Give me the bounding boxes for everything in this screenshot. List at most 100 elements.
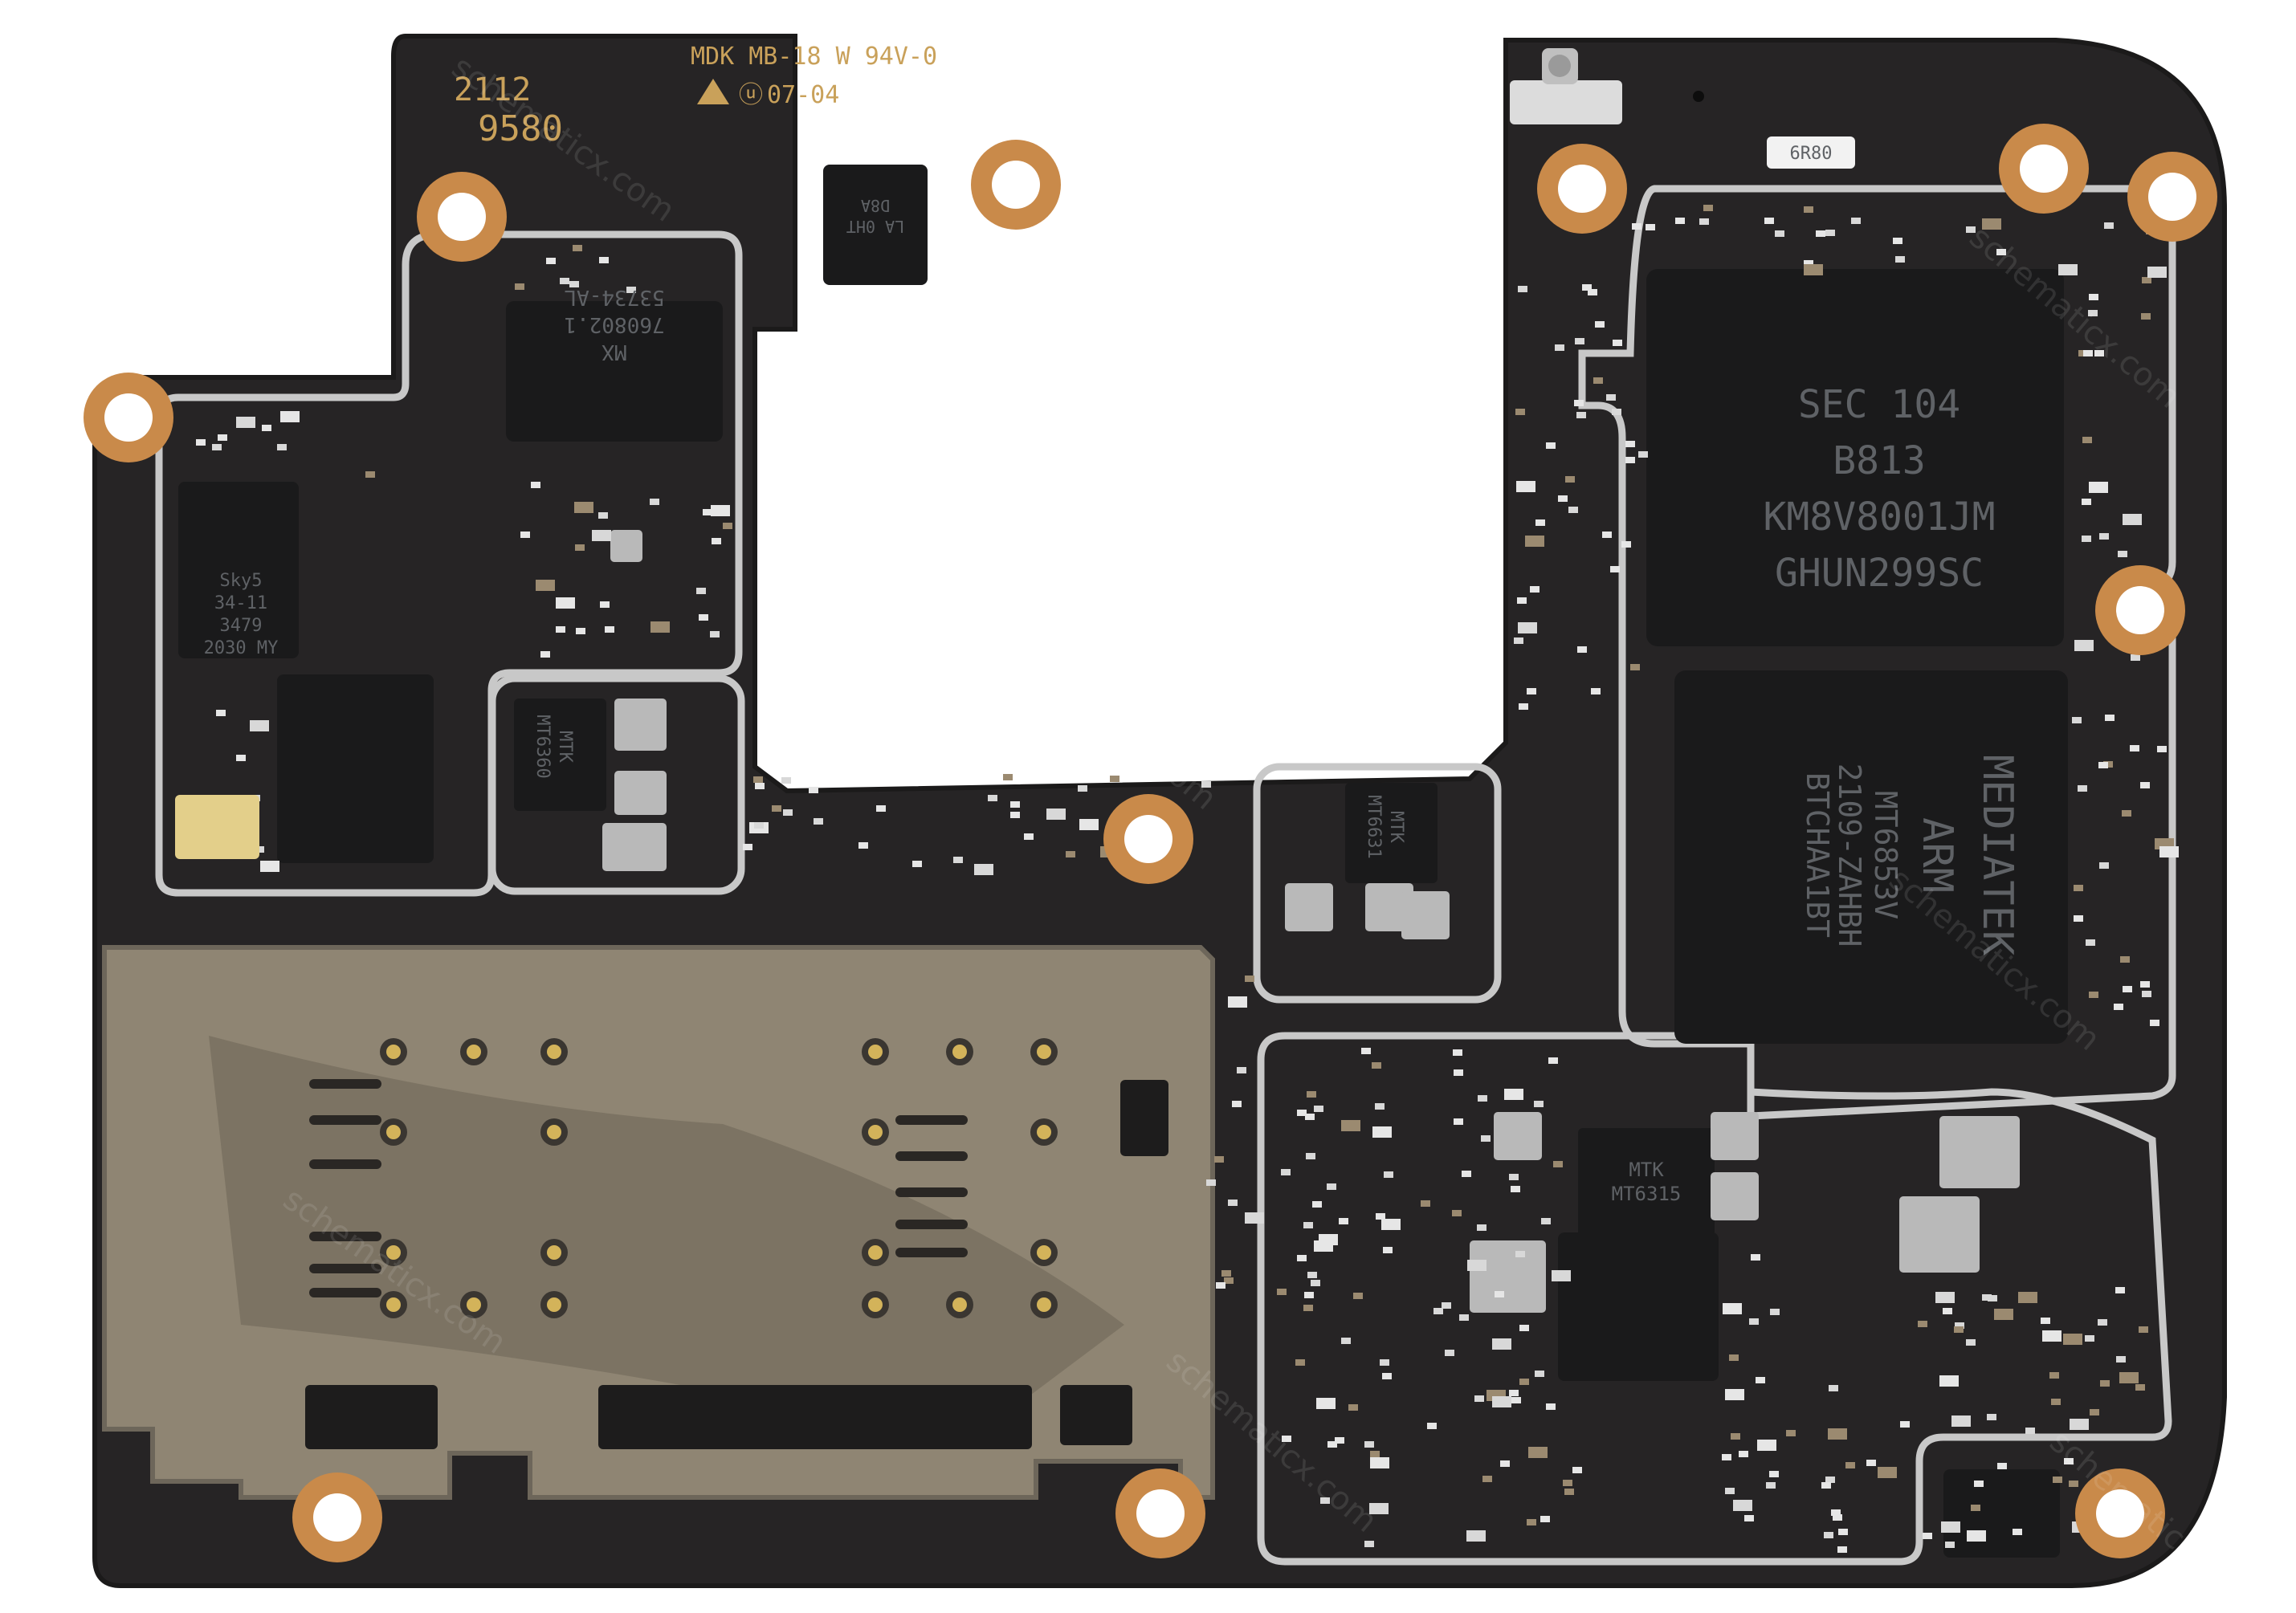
shield-pmic-left [488, 674, 745, 895]
inductor-pad [614, 699, 667, 751]
shield-bottom-right [1257, 1032, 2172, 1566]
mounting-hole [1103, 794, 1193, 884]
smd-component [1825, 1477, 1835, 1483]
smd-component [2074, 915, 2083, 922]
sim-pin-gold [467, 1045, 481, 1059]
smd-component [1369, 1503, 1389, 1514]
smd-component [1515, 409, 1525, 415]
board-code-text: 9580 [478, 108, 563, 149]
smd-component [1558, 495, 1568, 502]
smd-component [1955, 1322, 1964, 1329]
smd-component [1282, 1436, 1291, 1442]
mark-sky-line: Sky5 [220, 571, 263, 591]
smd-component [2088, 310, 2098, 316]
smd-component [1511, 1397, 1521, 1403]
bottom-right-small-chip [1943, 1469, 2060, 1558]
smd-component [1380, 1359, 1389, 1366]
smd-component [1304, 1292, 1314, 1298]
smd-component [2082, 437, 2092, 443]
passive-components [196, 199, 2179, 1553]
smd-component [1327, 1441, 1337, 1448]
smd-component [1775, 230, 1784, 237]
smd-component [1297, 1110, 1307, 1116]
smd-component [2013, 1529, 2022, 1535]
smd-component [1766, 1482, 1776, 1489]
smd-component [1221, 1270, 1231, 1277]
smd-component [2100, 1380, 2110, 1387]
smd-component [1535, 1371, 1544, 1377]
smd-component [1519, 1325, 1529, 1331]
smd-component [1770, 1309, 1780, 1315]
smd-component [1816, 230, 1825, 237]
smd-component [1828, 1428, 1847, 1440]
smd-component [1553, 1161, 1563, 1167]
mark-memory-line: SEC 104 [1798, 382, 1960, 427]
smd-component [1364, 1441, 1374, 1448]
rf-transceiver-chip [506, 301, 723, 442]
smd-component [1723, 1303, 1742, 1314]
mark-pmic-bottom-line: MT6315 [1612, 1183, 1682, 1205]
smd-component [236, 755, 246, 761]
smd-component [1675, 218, 1685, 224]
sim-contact-slot [895, 1115, 968, 1125]
smd-component [569, 281, 579, 287]
smd-component [1602, 532, 1612, 538]
smd-component [650, 621, 670, 633]
date-code-text: 2112 [454, 71, 531, 108]
smd-component [365, 471, 375, 478]
smd-component [1335, 1437, 1344, 1444]
smd-component [1224, 1277, 1234, 1284]
smd-component [1519, 703, 1528, 710]
smd-component [1348, 1404, 1358, 1411]
smd-component [809, 787, 818, 793]
smd-component [1591, 688, 1601, 694]
smd-component [1786, 1430, 1796, 1436]
smd-component [1612, 409, 1621, 415]
smd-component [576, 628, 585, 634]
smd-component [1535, 519, 1545, 526]
smd-component [1453, 1049, 1462, 1056]
smd-component [1500, 1460, 1510, 1467]
smd-component [1572, 1467, 1582, 1473]
smd-component [1824, 1532, 1833, 1538]
smd-component [1837, 1546, 1847, 1553]
smd-component [592, 530, 611, 541]
smd-component [1281, 1169, 1291, 1175]
smd-component [1384, 1171, 1393, 1178]
smd-component [1646, 224, 1655, 230]
smd-component [1466, 1530, 1486, 1542]
smd-component [1851, 218, 1861, 224]
smd-component [2139, 1326, 2148, 1333]
sim-pin-gold [386, 1125, 401, 1139]
smd-component [1895, 256, 1905, 263]
inductor-pad [1939, 1116, 2020, 1188]
smd-component [2078, 785, 2087, 792]
soc-line: MT6853V [1868, 791, 1903, 919]
soc-line: 2109-ZAHBH [1832, 764, 1867, 947]
inductor-pad [602, 823, 667, 871]
smd-component [1595, 321, 1605, 328]
smd-component [1967, 1530, 1986, 1542]
smd-component [712, 538, 721, 544]
soc-chip [1674, 670, 2068, 1044]
sim-contact-slot [309, 1264, 381, 1273]
smd-component [277, 444, 287, 450]
smd-component [1971, 1505, 1980, 1511]
smd-component [1046, 809, 1066, 820]
smd-component [2094, 350, 2104, 356]
smd-component [1319, 1234, 1338, 1245]
smd-component [2135, 1384, 2145, 1391]
power-inductors [602, 530, 2020, 1313]
smd-component [2115, 1287, 2125, 1293]
smd-component [1519, 1379, 1529, 1385]
smd-component [1010, 812, 1020, 818]
mark-top-line: D8A [861, 196, 890, 215]
smd-component [912, 861, 922, 867]
smd-component [1757, 1440, 1776, 1451]
smd-component [1982, 218, 2001, 230]
smd-component [1804, 264, 1823, 275]
smd-component [1829, 1385, 1838, 1391]
